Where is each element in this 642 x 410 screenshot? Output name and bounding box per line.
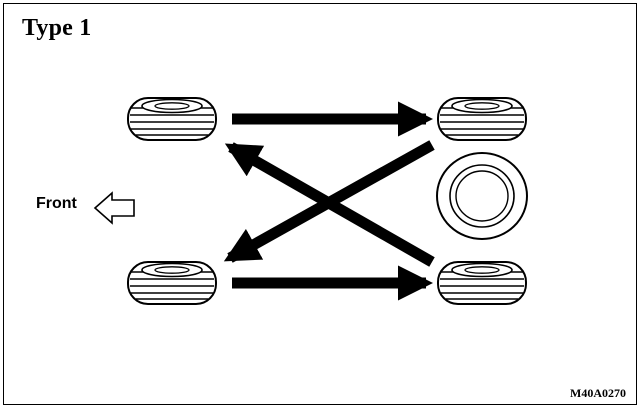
tire-rear-right — [437, 261, 527, 305]
figure-code: M40A0270 — [570, 386, 626, 400]
front-label: Front — [36, 195, 77, 212]
diagram-title: Type 1 — [22, 15, 92, 41]
tire-front-right — [127, 261, 217, 305]
tire-front-left — [127, 97, 217, 141]
arrow-rear-left-to-front-right — [223, 140, 435, 263]
diagram-frame — [3, 3, 637, 405]
front-direction-arrow-icon — [93, 191, 135, 225]
spare-tire — [436, 152, 528, 240]
tire-rear-left — [437, 97, 527, 141]
